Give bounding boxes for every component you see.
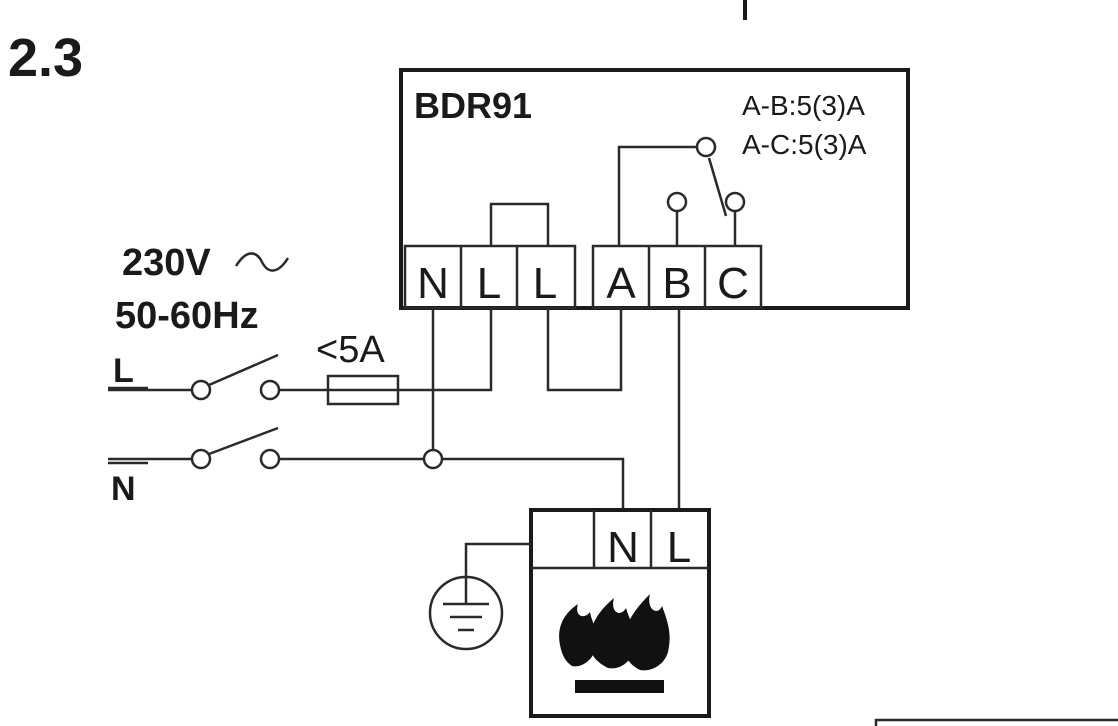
ac-wave-icon bbox=[234, 252, 290, 272]
relay-terminal-a: A bbox=[606, 259, 636, 308]
relay-common-contact bbox=[695, 136, 717, 158]
adjacent-figure-edge bbox=[874, 718, 1118, 726]
relay-common-wire bbox=[617, 145, 706, 246]
flame-icon bbox=[559, 594, 670, 693]
boiler: N L bbox=[529, 508, 711, 718]
supply-voltage: 230V bbox=[122, 242, 211, 284]
relay-model: BDR91 bbox=[414, 85, 532, 126]
earth-ground-icon bbox=[428, 575, 504, 651]
relay-c-contact bbox=[724, 191, 746, 213]
relay-terminal-b: B bbox=[662, 259, 691, 308]
line-wire-to-relay bbox=[398, 308, 493, 392]
relay-box: BDR91 A-B:5(3)A A-C:5(3)A N L L A B C bbox=[399, 68, 910, 310]
link-l-to-a bbox=[546, 308, 623, 392]
relay-rating-ac: A-C:5(3)A bbox=[742, 129, 867, 160]
supply-frequency: 50-60Hz bbox=[115, 295, 259, 337]
neutral-label: N bbox=[111, 470, 136, 508]
line-switch-contact-2 bbox=[259, 379, 281, 401]
relay-b-contact bbox=[666, 191, 688, 213]
line-label: L bbox=[113, 352, 134, 390]
boiler-outline bbox=[529, 508, 711, 718]
earth-wire bbox=[464, 542, 531, 577]
neutral-junction bbox=[422, 448, 444, 470]
relay-terminal-n: N bbox=[417, 259, 449, 308]
relay-rating-ab: A-B:5(3)A bbox=[742, 90, 865, 121]
neutral-switch-arm bbox=[208, 426, 279, 456]
neutral-wire-to-boiler bbox=[442, 457, 625, 510]
line-switch-arm bbox=[208, 353, 279, 387]
relay-terminal-c: C bbox=[717, 259, 749, 308]
fuse-rating: <5A bbox=[316, 329, 385, 371]
relay-terminal-l2: L bbox=[533, 259, 557, 308]
neutral-switch-contact-1 bbox=[190, 448, 212, 470]
boiler-terminal-l: L bbox=[667, 523, 691, 572]
neutral-switch-contact-2 bbox=[259, 448, 281, 470]
relay-terminal-l1: L bbox=[477, 259, 501, 308]
line-switch-contact-1 bbox=[190, 379, 212, 401]
boiler-terminal-n: N bbox=[607, 523, 639, 572]
relay-switch-arm bbox=[707, 157, 728, 217]
section-number: 2.3 bbox=[8, 28, 83, 88]
internal-l-bridge bbox=[489, 202, 550, 246]
